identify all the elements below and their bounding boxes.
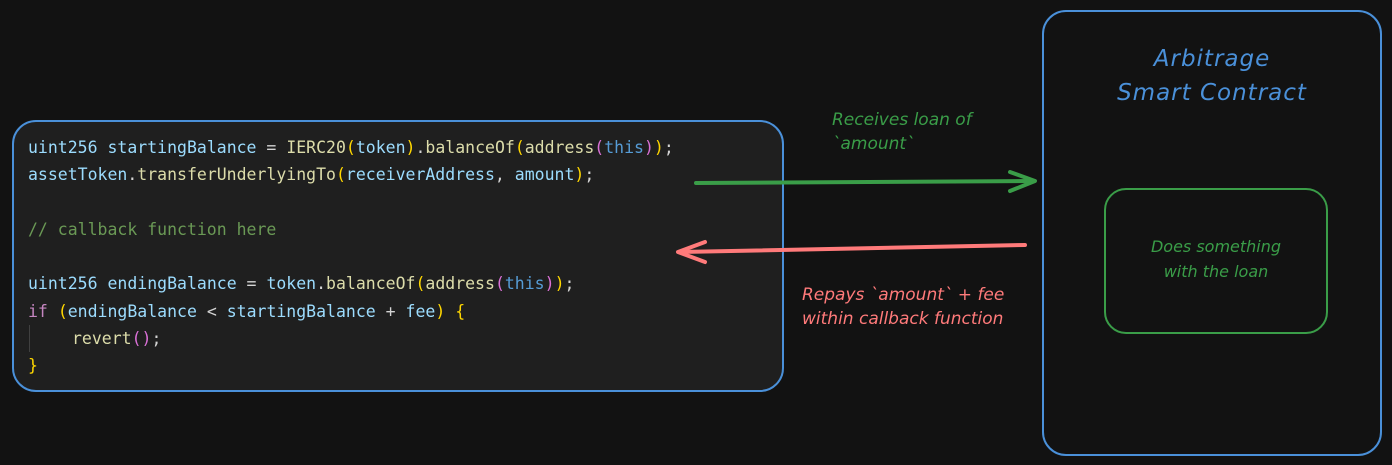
code-panel: uint256 startingBalance = IERC20(token).…: [12, 120, 784, 392]
code-token: ;: [151, 329, 162, 349]
code-token: transferUnderlyingTo: [137, 165, 336, 185]
code-token: address: [425, 274, 495, 294]
code-token: // callback function here: [28, 219, 277, 239]
loan-arrow: [694, 170, 1037, 193]
repay-arrow: [676, 240, 1027, 264]
code-token: ): [574, 165, 585, 185]
code-token: {: [455, 301, 466, 321]
code-token: ): [141, 329, 152, 349]
code-token: revert: [72, 329, 132, 349]
code-token: endingBalance: [107, 274, 237, 294]
code-token: token: [355, 138, 406, 157]
code-token: ): [653, 138, 664, 157]
code-token: assetToken: [28, 165, 128, 185]
repay-label: Repays `amount` + fee within callback fu…: [802, 285, 1005, 329]
code-token: ): [544, 274, 555, 294]
code-line: uint256 startingBalance = IERC20(token).…: [28, 134, 674, 161]
code-token: amount: [514, 165, 575, 185]
code-token: =: [236, 274, 267, 294]
code-block: uint256 startingBalance = IERC20(token).…: [28, 134, 674, 380]
code-token: balanceOf: [326, 274, 416, 294]
code-token: this: [604, 138, 644, 157]
code-token: .: [316, 274, 327, 294]
indent-guide: [29, 325, 30, 353]
code-token: receiverAddress: [345, 165, 495, 185]
code-token: startingBalance: [226, 301, 376, 321]
code-token: startingBalance: [107, 138, 257, 157]
code-token: (: [494, 274, 505, 294]
code-token: uint256: [28, 274, 108, 294]
code-token: (: [131, 329, 142, 349]
code-token: uint256: [28, 138, 108, 157]
loan-usage-box: Does something with the loan: [1104, 188, 1328, 334]
code-token: ): [554, 274, 565, 294]
code-token: if: [28, 301, 48, 321]
code-token: ): [643, 138, 654, 157]
code-token: (: [335, 165, 346, 185]
code-token: (: [514, 138, 525, 157]
code-line: if (endingBalance < startingBalance + fe…: [28, 298, 674, 325]
code-token: fee: [405, 301, 436, 321]
code-token: ,: [494, 165, 515, 185]
code-token: .: [415, 138, 426, 157]
code-token: (: [57, 301, 68, 321]
loan-label: Receives loan of `amount`: [832, 110, 972, 154]
code-token: ): [435, 301, 446, 321]
code-token: token: [266, 274, 317, 294]
code-token: +: [375, 301, 406, 321]
code-token: (: [415, 274, 426, 294]
code-token: =: [256, 138, 287, 157]
code-line: // callback function here: [28, 216, 674, 243]
code-token: .: [127, 165, 138, 185]
code-token: endingBalance: [67, 301, 197, 321]
code-line: assetToken.transferUnderlyingTo(receiver…: [28, 161, 674, 188]
code-token: ;: [663, 138, 674, 157]
code-token: this: [504, 274, 545, 294]
code-token: (: [345, 138, 356, 157]
code-token: ;: [584, 165, 595, 185]
code-line: }: [28, 352, 674, 379]
code-token: ;: [564, 274, 575, 294]
contract-title: Arbitrage Smart Contract: [1117, 46, 1307, 106]
code-token: }: [28, 356, 38, 376]
code-line: revert();: [28, 325, 674, 353]
code-token: (: [594, 138, 605, 157]
code-token: address: [524, 138, 595, 157]
code-token: balanceOf: [425, 138, 515, 157]
loan-usage-label: Does something with the loan: [1150, 237, 1282, 281]
arbitrage-contract-box: Arbitrage Smart Contract Does something …: [1042, 10, 1382, 456]
code-line: uint256 endingBalance = token.balanceOf(…: [28, 270, 674, 297]
code-token: IERC20: [286, 138, 346, 157]
code-token: ): [405, 138, 416, 157]
code-token: <: [196, 301, 227, 321]
